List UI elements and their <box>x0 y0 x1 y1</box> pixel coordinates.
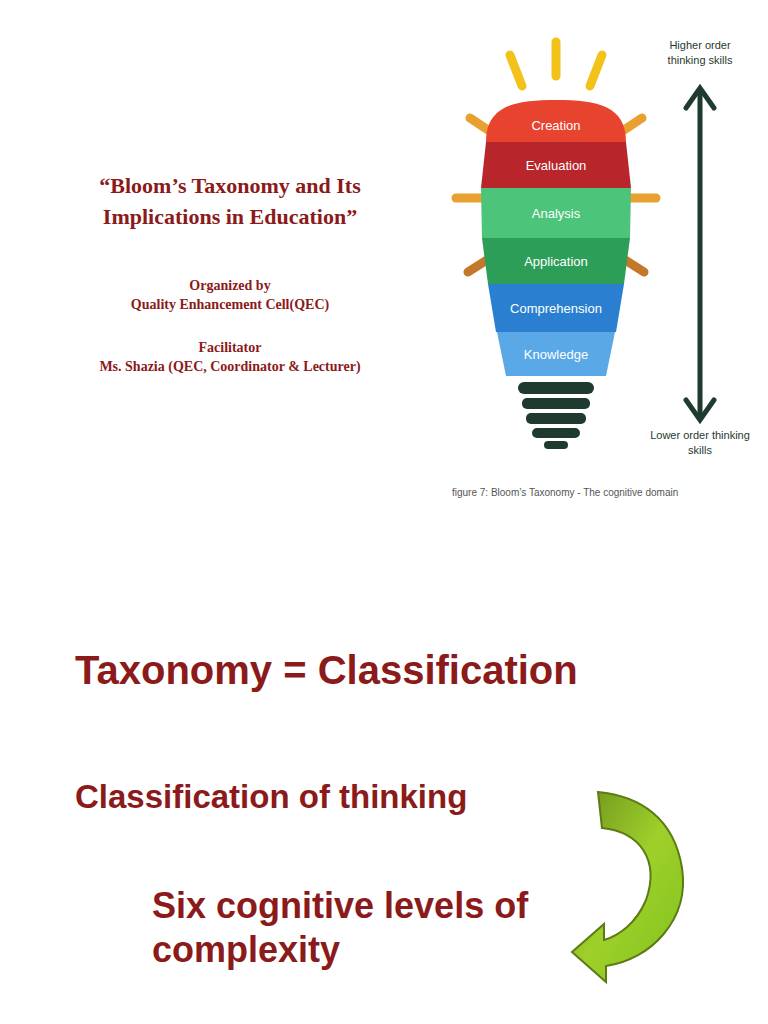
slide-point: Classification of thinking <box>75 778 590 816</box>
band-fill <box>497 332 615 376</box>
facilitator-name: Ms. Shazia (QEC, Coordinator & Lecturer) <box>40 359 420 375</box>
band-label: Knowledge <box>524 347 588 362</box>
level-arrow <box>686 88 714 420</box>
band-label: Analysis <box>532 206 580 221</box>
axis-label: Lower order thinking skills <box>650 428 750 458</box>
slide-point: Six cognitive levels of complexity <box>152 884 562 972</box>
organizer-heading: Organized by <box>40 278 420 294</box>
band-label: Creation <box>531 110 580 133</box>
taxonomy-band: Application <box>482 238 630 284</box>
organizer-name: Quality Enhancement Cell(QEC) <box>40 297 420 313</box>
band-label: Comprehension <box>510 301 602 316</box>
band-fill <box>481 142 631 188</box>
band-label: Application <box>524 254 588 269</box>
curved-arrow <box>572 792 683 982</box>
facilitator-heading: Facilitator <box>40 340 420 356</box>
bulb-base <box>518 382 594 449</box>
band-label: Evaluation <box>526 158 587 173</box>
band-fill <box>486 100 626 142</box>
figure-caption: figure 7: Bloom’s Taxonomy - The cogniti… <box>452 487 752 498</box>
band-fill <box>481 188 631 238</box>
axis-label: Higher order thinking skills <box>650 38 750 68</box>
slide-heading: Taxonomy = Classification <box>75 648 735 693</box>
taxonomy-band: Creation <box>486 100 626 142</box>
band-fill <box>482 238 630 284</box>
taxonomy-band: Comprehension <box>488 284 624 332</box>
taxonomy-band: Knowledge <box>497 332 615 376</box>
taxonomy-band: Evaluation <box>481 142 631 188</box>
band-fill <box>488 284 624 332</box>
bulb-rays <box>456 42 656 272</box>
slide-title: “Bloom’s Taxonomy and Its Implications i… <box>40 170 420 232</box>
taxonomy-band: Analysis <box>481 188 631 238</box>
